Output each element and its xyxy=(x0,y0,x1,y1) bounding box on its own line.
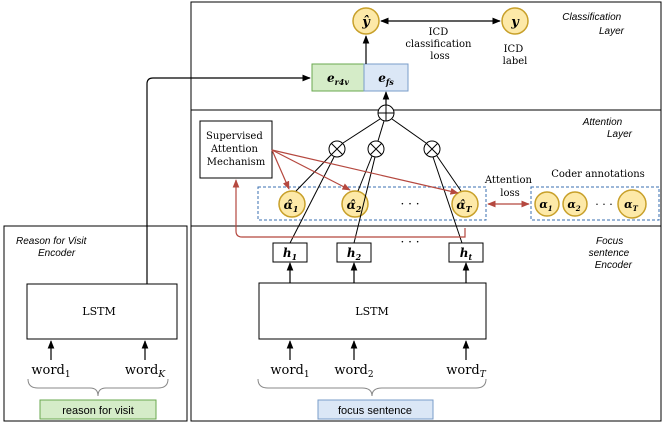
rfv-lstm-label: LSTM xyxy=(82,305,115,318)
e-fs-label: efs xyxy=(378,71,394,87)
mult-node-3-x xyxy=(426,143,438,155)
coder-alpha-1-circle xyxy=(534,191,560,217)
focus-word-2: word2 xyxy=(334,363,373,380)
supervised-to-alpha2 xyxy=(271,149,351,191)
alpha-hat-2-label: α̂2 xyxy=(347,198,362,214)
rfv-output-arrow xyxy=(146,74,311,284)
h2-to-mult2 xyxy=(353,156,376,244)
alpha2-to-mult2 xyxy=(357,155,373,192)
coder-alpha-t-circle xyxy=(617,189,647,219)
reason-for-visit-label: reason for visit xyxy=(62,405,134,417)
rfv-panel-frame xyxy=(3,225,188,422)
focus-word-1: word1 xyxy=(270,363,309,380)
mult1-to-sum xyxy=(342,118,381,144)
hidden-to-supervised-arrow xyxy=(232,179,466,238)
predicted-attention-group xyxy=(257,186,487,221)
supervised-attention-text: Supervised Attention Mechanism xyxy=(206,131,266,168)
alpha-hat-1-label: α̂1 xyxy=(284,198,299,214)
hidden-h1-box xyxy=(272,242,308,263)
ht-to-mult3 xyxy=(432,156,463,244)
coder-alpha-2-circle xyxy=(562,191,588,217)
hidden-h1-label: h1 xyxy=(283,246,297,262)
hidden-ht-box xyxy=(448,242,484,263)
hidden-dots: · · · xyxy=(400,235,419,249)
y-hat-label: ŷ xyxy=(361,15,371,30)
classification-loss-text: ICD classification loss xyxy=(405,27,474,62)
focus-section-title: Focus sentence Encoder xyxy=(589,236,633,271)
rfv-lstm-box xyxy=(26,283,178,340)
hidden-h2-box xyxy=(336,242,372,263)
rfv-word-1: word1 xyxy=(31,363,70,380)
hidden-ht-label: ht xyxy=(460,246,473,262)
attention-loss-text: Attention loss xyxy=(484,175,535,199)
h1-to-mult1 xyxy=(289,156,335,244)
focus-sentence-box xyxy=(317,399,434,420)
alpha1-to-mult1 xyxy=(295,154,332,192)
coder-alpha-1-label: α1 xyxy=(539,198,552,213)
rfv-word-K: wordK xyxy=(125,363,167,380)
y-label: y xyxy=(510,15,520,30)
main-panel-frame xyxy=(190,1,662,422)
e-fs-box xyxy=(363,63,409,92)
reason-for-visit-box xyxy=(39,399,157,420)
coder-alpha-2-label: α2 xyxy=(567,198,580,213)
classification-section-title: Classification Layer xyxy=(562,12,624,37)
focus-lstm-label: LSTM xyxy=(355,305,388,318)
supervised-attention-box xyxy=(199,120,273,179)
alpha-hat-1-circle xyxy=(278,190,306,218)
attention-section-title: Attention Layer xyxy=(582,117,633,140)
supervised-to-alpha1 xyxy=(271,149,290,190)
focus-sentence-label: focus sentence xyxy=(338,405,412,417)
focus-sentence-brace xyxy=(257,378,487,397)
alpha-hat-t-label: α̂T xyxy=(456,198,472,214)
y-hat-circle xyxy=(352,7,380,35)
alphat-to-mult3 xyxy=(436,155,462,192)
alpha-hat-t-circle xyxy=(451,190,479,218)
icd-label-text: ICD label xyxy=(503,44,528,67)
alpha-dots: · · · xyxy=(400,197,419,211)
supervised-to-alphat xyxy=(271,149,459,195)
coder-annotations-title: Coder annotations xyxy=(551,169,645,180)
rfv-section-title: Reason for Visit Encoder xyxy=(16,236,89,259)
coder-alpha-t-label: αT xyxy=(624,198,638,213)
mult-node-1-x xyxy=(331,143,343,155)
mult-node-2-x xyxy=(370,143,382,155)
coder-annotation-group xyxy=(530,186,660,221)
hidden-h2-label: h2 xyxy=(347,246,362,262)
focus-lstm-box xyxy=(258,282,487,340)
mult2-to-sum xyxy=(377,120,385,142)
rfv-brace xyxy=(27,378,169,397)
y-circle xyxy=(501,7,529,35)
e-r4v-label: er4v xyxy=(327,71,349,87)
mult3-to-sum xyxy=(391,118,427,144)
focus-word-T: wordT xyxy=(446,363,487,380)
coder-dots: · · · xyxy=(595,198,612,211)
